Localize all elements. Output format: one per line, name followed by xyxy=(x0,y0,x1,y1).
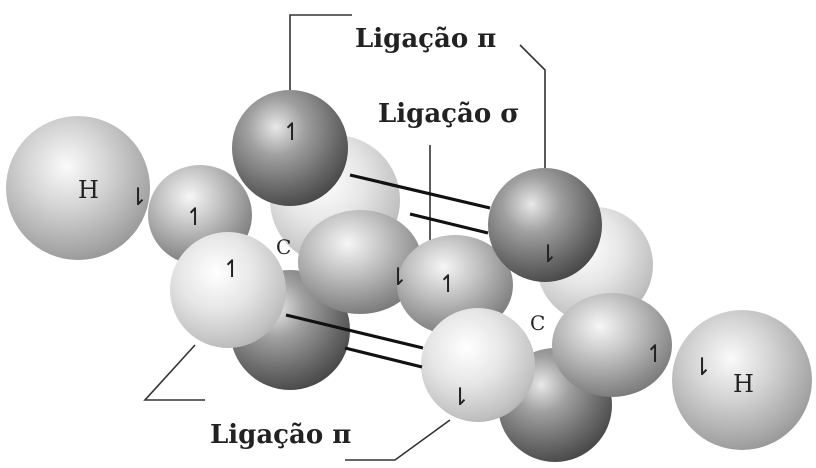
spin-arrow-lower-right: ⇂ xyxy=(450,383,470,411)
spin-arrow-sigma-right: ↿ xyxy=(438,270,458,298)
pi-bond-label-bottom: Ligação π xyxy=(210,420,351,450)
lower-p-lobe-right xyxy=(421,308,535,422)
spin-arrow-c-h-left: ↿ xyxy=(185,203,205,231)
hydrogen-label-right: H xyxy=(733,370,754,398)
spin-arrow-sigma-left: ⇂ xyxy=(388,263,408,291)
carbon-label-right: C xyxy=(530,311,545,335)
hydrogen-label-left: H xyxy=(78,176,99,204)
spin-arrow-h-right: ⇂ xyxy=(692,353,712,381)
spin-arrow-h-left: ⇂ xyxy=(128,183,148,211)
pi-bond-line-lower-2 xyxy=(345,348,422,367)
spin-arrow-upper-right: ⇂ xyxy=(538,240,558,268)
sigma-bond-label: Ligação σ xyxy=(378,99,519,129)
spin-arrow-upper-left: ↿ xyxy=(282,118,302,146)
carbon-label-left: C xyxy=(276,235,291,259)
pi-bond-label-top: Ligação π xyxy=(355,24,496,54)
upper-p-lobe-left xyxy=(232,90,348,206)
spin-arrow-c-h-right: ↿ xyxy=(645,340,665,368)
lower-p-lobe-left xyxy=(170,232,286,348)
pi-bond-line-upper-2 xyxy=(410,214,488,233)
spin-arrow-lower-left: ↿ xyxy=(222,255,242,283)
